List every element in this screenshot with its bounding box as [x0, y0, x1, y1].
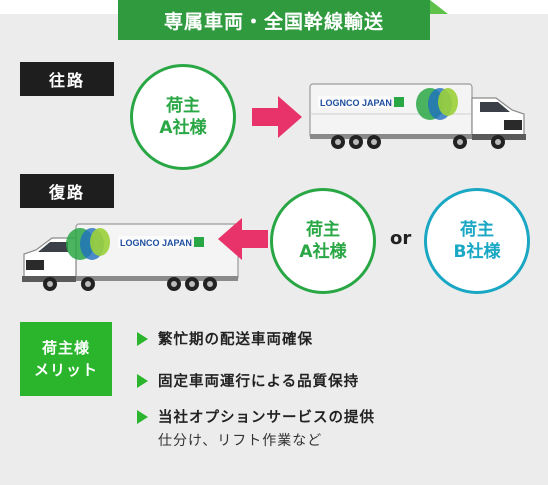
truck-right-brand: LOGNCO JAPAN	[320, 98, 392, 108]
arrow-right-icon	[252, 96, 302, 138]
triangle-bullet-icon	[137, 409, 148, 424]
truck-left-brand: LOGNCO JAPAN	[120, 238, 192, 248]
page-title: 専属車両・全国幹線輸送	[118, 0, 430, 40]
merit-heading-box: 荷主様 メリット	[20, 322, 112, 396]
merit-title-line2: メリット	[33, 361, 98, 379]
merit-item-2-text: 固定車両運行による品質保持	[158, 374, 360, 390]
shipper-a-return-circle: 荷主 A社様	[270, 188, 376, 294]
truck-right-icon: LOGNCO JAPAN	[309, 83, 526, 149]
shipper-b-return-line2: B社様	[453, 242, 501, 262]
merit-item-3-subtext: 仕分け、リフト作業など	[158, 433, 323, 449]
merit-item-2: 固定車両運行による品質保持	[137, 370, 359, 391]
header-corner-accent	[430, 0, 448, 14]
shipper-a-outbound-circle: 荷主 A社様	[130, 64, 236, 170]
merit-item-3-text: 当社オプションサービスの提供	[158, 410, 375, 426]
triangle-bullet-icon	[137, 331, 148, 346]
shipper-a-return-line1: 荷主	[306, 220, 340, 240]
or-text: or	[390, 228, 412, 249]
shipper-b-return-circle: 荷主 B社様	[424, 188, 530, 294]
merit-item-1-text: 繁忙期の配送車両確保	[158, 332, 313, 348]
shipper-a-outbound-line2: A社様	[159, 118, 207, 138]
shipper-b-return-line1: 荷主	[460, 220, 494, 240]
shipper-a-return-line2: A社様	[299, 242, 347, 262]
return-label: 復路	[20, 174, 114, 208]
merit-item-1: 繁忙期の配送車両確保	[137, 328, 313, 349]
outbound-label: 往路	[20, 62, 114, 96]
merit-item-3: 当社オプションサービスの提供	[137, 406, 375, 427]
arrow-left-icon	[218, 218, 268, 260]
merit-title-line1: 荷主様	[41, 339, 90, 357]
triangle-bullet-icon	[137, 373, 148, 388]
shipper-a-outbound-line1: 荷主	[166, 96, 200, 116]
truck-left-icon: LOGNCO JAPAN	[22, 223, 239, 291]
